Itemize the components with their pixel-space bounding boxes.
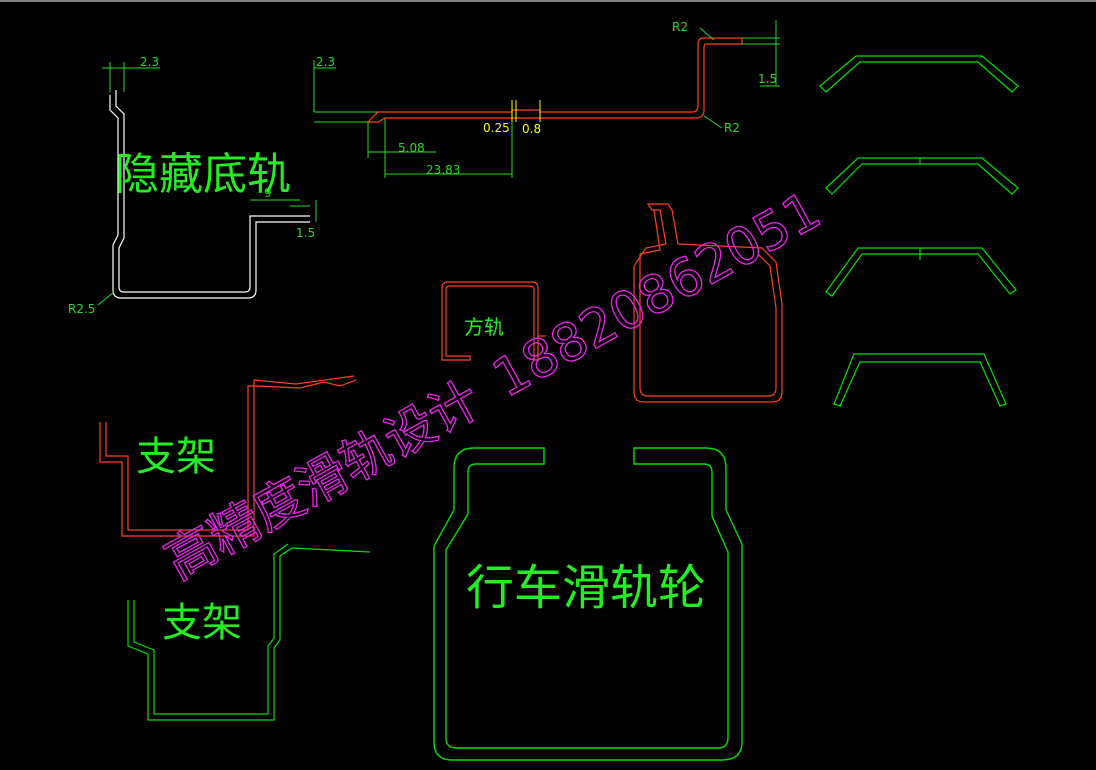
dim-r2-right: R2 (724, 121, 740, 135)
slim-rail-profile (366, 37, 743, 123)
crane-rail-label: 行车滑轨轮 (466, 560, 706, 616)
bracket-2-profile (127, 543, 371, 721)
square-rail-label: 方轨 (464, 315, 504, 339)
dim-0-8: 0.8 (522, 122, 541, 136)
cart-rail-profile (633, 203, 783, 403)
trapezoid-profiles (819, 55, 1019, 407)
watermark-phone: 18820862051 (483, 181, 830, 410)
window-top-border (0, 0, 1096, 2)
bracket-1-profile (99, 375, 357, 537)
slim-rail-yellow-marks (511, 100, 541, 122)
dim-23-83: 23.83 (426, 163, 460, 177)
dim-2-3-left: 2.3 (140, 55, 159, 69)
dim-r2-5: R2.5 (68, 302, 95, 316)
crane-rail-profile (433, 447, 743, 761)
hidden-rail-label: 隐藏底轨 (115, 149, 291, 200)
watermark-text: 高精度滑轨设计 (156, 370, 490, 590)
dim-9: 9 (264, 186, 272, 200)
dim-0-25: 0.25 (483, 121, 510, 135)
slim-rail-dimensions (313, 20, 780, 178)
hidden-rail-profile (109, 90, 310, 299)
bracket-1-label: 支架 (136, 434, 216, 480)
dim-2-3-mid: 2.3 (316, 55, 335, 69)
dim-5-08: 5.08 (398, 141, 425, 155)
square-rail-profile (441, 281, 546, 361)
bracket-2-label: 支架 (162, 600, 242, 646)
dim-r2-top: R2 (672, 20, 688, 34)
hidden-rail-dimensions (97, 62, 317, 306)
dim-1-5-left: 1.5 (296, 226, 315, 240)
dim-1-5-top: 1.5 (758, 72, 777, 86)
